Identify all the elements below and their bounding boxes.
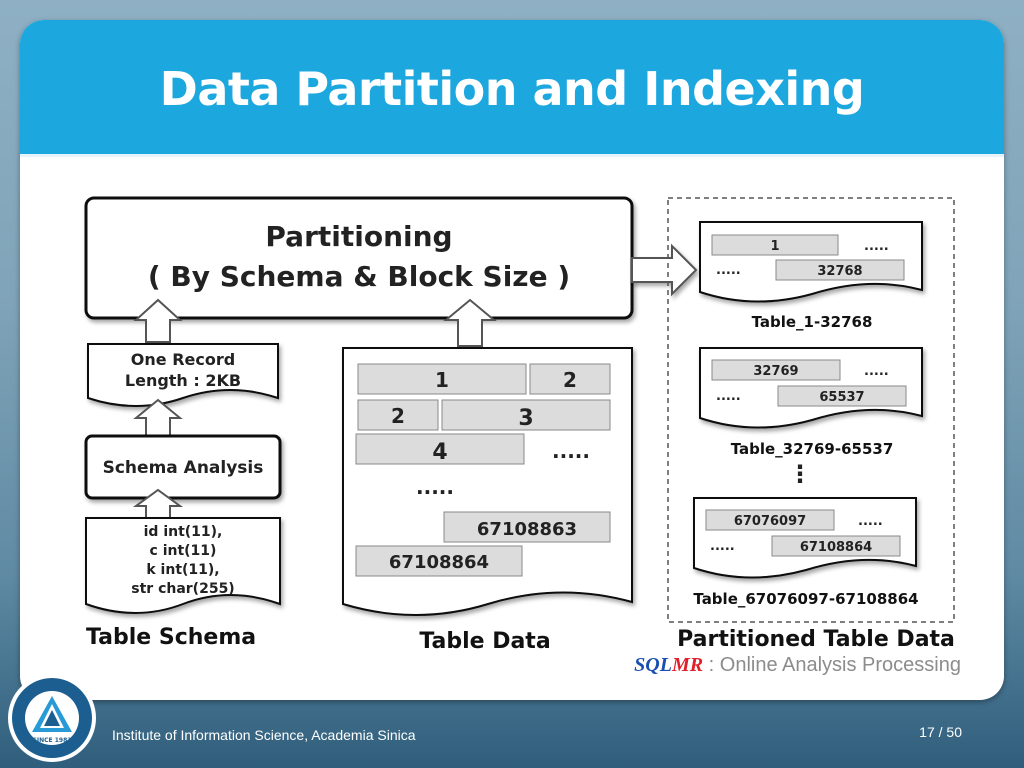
partitioning-title: Partitioning: [265, 220, 452, 253]
partitioning-box: Partitioning ( By Schema & Block Size ): [84, 196, 634, 320]
partition-doc: 32769 ..... ..... 65537: [699, 347, 923, 429]
data-dots: .....: [552, 439, 590, 463]
vertical-ellipsis: ⋮: [788, 460, 812, 488]
schema-field: c int(11): [150, 543, 217, 559]
svg-text:2: 2: [391, 404, 405, 428]
caption-mr: MR: [671, 654, 704, 676]
svg-text:67076097: 67076097: [734, 514, 806, 529]
partition-label: Table_1-32768: [752, 313, 873, 331]
slide-card: Data Partition and Indexing Partitioning…: [20, 20, 1004, 700]
data-block: 67108863: [443, 511, 611, 543]
data-block: 3: [441, 399, 611, 431]
slide-title: Data Partition and Indexing: [159, 62, 865, 116]
partition-label: Table_67076097-67108864: [693, 590, 918, 608]
svg-text:.....: .....: [716, 389, 741, 404]
partitioned-container: [667, 197, 955, 623]
schema-field: str char(255): [131, 581, 234, 597]
table-data-label: Table Data: [419, 629, 550, 652]
diagram-svg: Partitioning ( By Schema & Block Size ) …: [84, 196, 955, 654]
table-schema-label: Table Schema: [86, 625, 256, 650]
schema-fields-box: id int(11), c int(11) k int(11), str cha…: [85, 517, 281, 614]
data-dots: .....: [416, 475, 454, 499]
svg-text:.....: .....: [710, 539, 735, 554]
svg-text:.....: .....: [858, 514, 883, 529]
table-data-box: 1 2 2 3 4 ..... ...: [342, 347, 633, 616]
caption-text: : Online Analysis Processing: [703, 654, 961, 676]
partition-doc: 1 ..... ..... 32768: [699, 221, 923, 303]
partition-label: Table_32769-65537: [731, 440, 894, 458]
schema-field: k int(11),: [146, 562, 219, 578]
svg-text:4: 4: [432, 440, 447, 465]
data-block: 4: [355, 433, 525, 465]
record-line2: Length : 2KB: [125, 371, 241, 390]
svg-text:3: 3: [518, 406, 533, 431]
data-block: 1: [357, 363, 527, 395]
partitioning-subtitle: ( By Schema & Block Size ): [148, 260, 570, 293]
page-number: 17 / 50: [919, 724, 962, 740]
arrow-up-data: [443, 298, 497, 347]
svg-text:2: 2: [563, 368, 577, 392]
arrow-up-fields: [132, 488, 184, 519]
record-length-box: One Record Length : 2KB: [87, 343, 279, 407]
schema-analysis-box: Schema Analysis: [84, 434, 282, 500]
arrow-up-schema: [133, 398, 183, 437]
svg-text:.....: .....: [716, 263, 741, 278]
svg-text:.....: .....: [864, 364, 889, 379]
schema-field: id int(11),: [144, 524, 223, 540]
partitioned-table-label: Partitioned Table Data: [677, 627, 955, 652]
sqlmr-caption: SQLMR : Online Analysis Processing: [634, 654, 961, 677]
svg-text:1: 1: [435, 368, 449, 392]
svg-text:32769: 32769: [753, 364, 798, 379]
svg-text:65537: 65537: [819, 390, 864, 405]
academia-sinica-logo: SINCE 1982: [6, 672, 98, 764]
arrow-up-record: [133, 298, 183, 343]
schema-analysis-label: Schema Analysis: [103, 458, 264, 478]
data-block: 2: [529, 363, 611, 395]
svg-text:67108864: 67108864: [800, 540, 872, 555]
title-bar: Data Partition and Indexing: [20, 20, 1004, 154]
svg-text:67108864: 67108864: [389, 552, 489, 573]
svg-text:.....: .....: [864, 239, 889, 254]
svg-text:67108863: 67108863: [477, 519, 577, 540]
logo-icon: SINCE 1982: [8, 674, 96, 762]
data-block: 67108864: [355, 545, 523, 577]
footer-institute: Institute of Information Science, Academ…: [112, 727, 416, 743]
logo-year: SINCE 1982: [33, 737, 72, 744]
svg-text:1: 1: [770, 239, 779, 254]
record-line1: One Record: [131, 350, 235, 369]
data-block: 2: [357, 399, 439, 431]
title-divider: [20, 154, 1004, 157]
arrow-right: [631, 243, 698, 297]
partition-diagram: Partitioning ( By Schema & Block Size ) …: [60, 172, 964, 654]
caption-sql: SQL: [634, 654, 672, 676]
svg-text:32768: 32768: [817, 264, 862, 279]
partition-doc: 67076097 ..... ..... 67108864: [693, 497, 917, 579]
